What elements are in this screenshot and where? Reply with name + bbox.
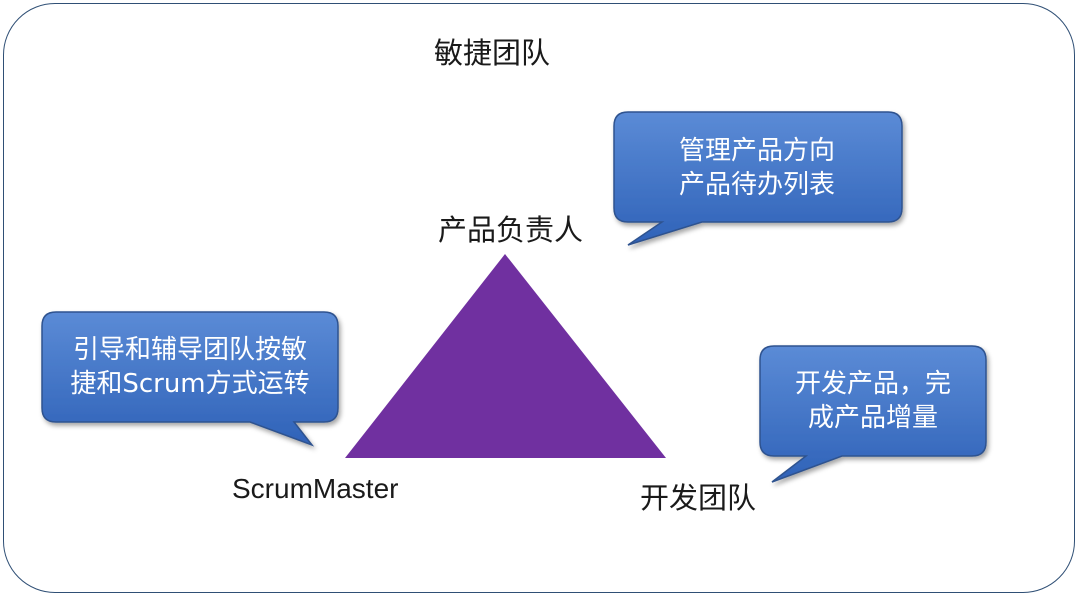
callout-line: 产品待办列表 xyxy=(678,170,835,200)
callout-line: 引导和辅导团队按敏 xyxy=(72,335,307,365)
role-label-dev-team: 开发团队 xyxy=(640,481,757,515)
callout-bubble-dev-team xyxy=(759,345,987,483)
callout-text-scrum-master: 引导和辅导团队按敏 捷和Scrum方式运转 xyxy=(42,333,338,401)
role-label-product-owner: 产品负责人 xyxy=(438,213,584,247)
callout-line: 成产品增量 xyxy=(807,403,938,433)
callout-text-dev-team: 开发产品，完 成产品增量 xyxy=(760,367,986,435)
callout-bubble-scrum-master xyxy=(41,311,339,447)
callout-line: 捷和Scrum方式运转 xyxy=(70,369,310,399)
diagram-title: 敏捷团队 xyxy=(434,36,551,70)
callout-line: 开发产品，完 xyxy=(794,369,951,399)
callout-line: 管理产品方向 xyxy=(678,136,835,166)
role-label-scrum-master: ScrumMaster xyxy=(232,473,399,504)
callout-bubble-product-owner xyxy=(613,111,903,246)
scrum-triangle xyxy=(345,254,666,458)
callout-text-product-owner: 管理产品方向 产品待办列表 xyxy=(612,134,902,202)
